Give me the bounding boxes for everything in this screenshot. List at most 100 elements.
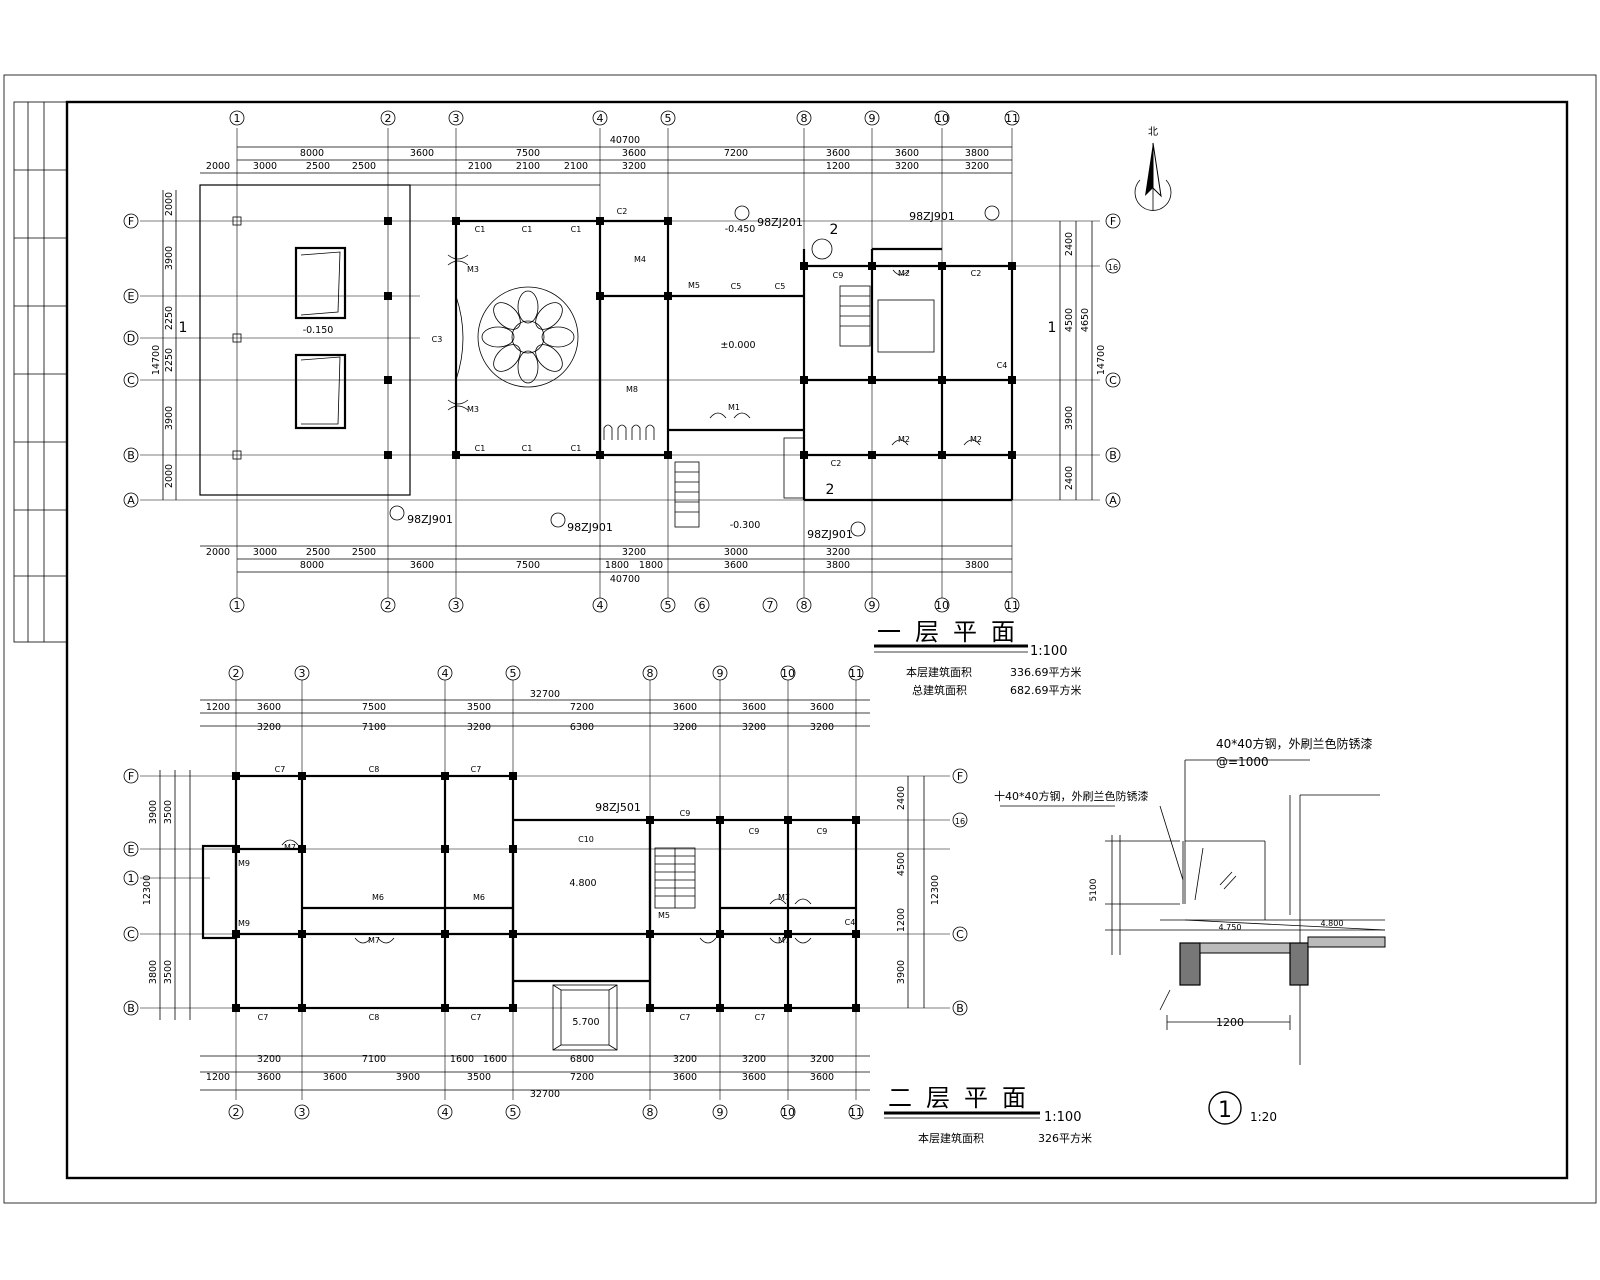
floor1-dim-bot-e: 3200 [622, 547, 646, 558]
floor2-row-left-E: E [128, 843, 135, 856]
floor2-door-m6-a: M6 [372, 893, 384, 902]
floor1-door-m2-b: M2 [898, 435, 910, 444]
floor2-window-c8-a: C8 [369, 765, 380, 774]
floor1-area-label: 本层建筑面积 [906, 665, 972, 679]
floor2-dim-bot2-i: 3600 [810, 1072, 834, 1083]
floor2-axis-top-11: 11 [849, 667, 863, 680]
floor1-window-c4: C4 [997, 361, 1008, 370]
floor2-window-c7-a: C7 [275, 765, 286, 774]
floor2-axis-bubbles [123, 665, 968, 1120]
floor1-section-1-left: 1 [179, 320, 188, 336]
floor1-window-c9: C9 [833, 271, 844, 280]
floor1-dimension-lines [162, 146, 1093, 573]
floor2-dim-bot-c: 1600 [450, 1054, 474, 1065]
floor2-row-left-1: 1 [128, 872, 135, 885]
floor1-axis-top-9: 9 [869, 112, 876, 125]
floor1-dim-top2-k: 3200 [965, 161, 989, 172]
floor2-window-c9-b: C9 [749, 827, 760, 836]
floor1-axis-bottom-8: 8 [801, 599, 808, 612]
floor2-dim-top2-a: 3200 [257, 722, 281, 733]
floor2-axis-top-10: 10 [781, 667, 795, 680]
floor1-dim-right-e: 4650 [1080, 308, 1091, 332]
floor1-axis-top-3: 3 [453, 112, 460, 125]
floor2-door-m9-a: M9 [238, 859, 250, 868]
floor1-grid-lines [140, 128, 1100, 598]
floor1-dim-right-a: 2400 [1064, 232, 1075, 256]
floor1-dim-bot-b: 3000 [253, 547, 277, 558]
floor2-dim-bot2-d: 3900 [396, 1072, 420, 1083]
floor1-axis-bottom-6: 6 [699, 599, 706, 612]
floor2-grid-lines [140, 680, 950, 1100]
floor2-ref: 98ZJ501 [595, 801, 641, 814]
floor1-dim-top2-a: 2000 [206, 161, 230, 172]
floor1-area-value: 336.69平方米 [1010, 665, 1082, 679]
floor1-dim-left-e: 3900 [164, 406, 175, 430]
floor1-dim-top2-h: 3200 [622, 161, 646, 172]
floor1-ref-2: 98ZJ201 [757, 216, 803, 229]
floor2-overall-width-top: 32700 [530, 689, 560, 700]
floor2-window-c7-e: C7 [680, 1013, 691, 1022]
railing-detail-lines [1000, 759, 1386, 1065]
floor1-index-marks [389, 205, 1000, 537]
floor1-axis-bottom-9: 9 [869, 599, 876, 612]
floor1-level-terrace: -0.150 [303, 325, 334, 336]
floor1-dim-top2-c: 2500 [306, 161, 330, 172]
floor1-toilet-fixtures [603, 424, 805, 499]
floor2-dim-top-e: 7200 [570, 702, 594, 713]
floor2-dim-bot-d: 1600 [483, 1054, 507, 1065]
railing-detail-level-b: 4.800 [1321, 919, 1344, 928]
floor2-dim-bot-b: 7100 [362, 1054, 386, 1065]
floor2-window-c7-c: C7 [258, 1013, 269, 1022]
railing-detail: 40*40方钢，外刷兰色防锈漆 @=1000 十40*40方钢，外刷兰色防锈漆 … [994, 736, 1386, 1125]
floor1-dim-left-b: 3900 [164, 246, 175, 270]
floor2-overall-width-bottom: 32700 [530, 1089, 560, 1100]
floor2-row-right-C: C [956, 928, 964, 941]
floor2-dim-top2-c: 3200 [467, 722, 491, 733]
floor2-dim-left-d: 3800 [148, 960, 159, 984]
floor2-area-label: 本层建筑面积 [918, 1131, 984, 1145]
floor1-dim-bot-a: 2000 [206, 547, 230, 558]
railing-detail-dim-vert: 5100 [1089, 878, 1099, 901]
floor2-axis-top-2: 2 [233, 667, 240, 680]
railing-detail-level-a: 4.750 [1219, 923, 1242, 932]
floor2-dim-bot2-f: 7200 [570, 1072, 594, 1083]
floor1-row-right-B: B [1109, 449, 1117, 462]
floor2-level-a: 4.800 [569, 878, 596, 889]
floor2-plan: 2 3 4 5 8 9 10 11 2 3 4 5 8 9 10 11 F E … [123, 665, 1092, 1145]
floor1-axis-top-10: 10 [935, 112, 949, 125]
floor1-dim-top2-i: 1200 [826, 161, 850, 172]
floor2-axis-top-9: 9 [717, 667, 724, 680]
floor1-ref-1: 98ZJ901 [909, 210, 955, 223]
railing-detail-note-side: 十40*40方钢，外刷兰色防锈漆 [994, 789, 1149, 803]
floor2-dim-bot-a: 3200 [257, 1054, 281, 1065]
floor1-window-c5-b: C5 [775, 282, 786, 291]
floor1-dim-top2-g: 2100 [564, 161, 588, 172]
floor2-dim-left-b: 3900 [148, 800, 159, 824]
floor2-axis-bottom-10: 10 [781, 1106, 795, 1119]
floor1-dim-top-a: 8000 [300, 148, 324, 159]
floor1-door-m1-a: M1 [728, 403, 740, 412]
floor1-door-swings [447, 254, 981, 446]
floor1-scale: 1:100 [1030, 644, 1067, 659]
floor1-window-c5-a: C5 [731, 282, 742, 291]
floor2-dim-top-f: 3600 [673, 702, 697, 713]
floor2-walls [234, 774, 858, 1010]
floor1-pool-north [294, 246, 347, 320]
floor1-dim-bot-f: 3000 [724, 547, 748, 558]
floor1-dim-left-f: 2000 [164, 464, 175, 488]
floor1-door-m8: M8 [626, 385, 638, 394]
left-title-strip [13, 101, 68, 643]
floor2-axis-top-5: 5 [510, 667, 517, 680]
floor1-plan: 1 2 3 4 5 8 9 10 11 1 2 3 4 5 6 7 8 9 10… [123, 110, 1121, 697]
floor1-title: 一层平面 [877, 618, 1029, 646]
floor2-dim-left-total: 12300 [142, 875, 153, 905]
floor2-balcony-west [201, 844, 238, 940]
railing-detail-note-top: 40*40方钢，外刷兰色防锈漆 [1216, 736, 1373, 751]
floor2-window-c9-a: C9 [680, 809, 691, 818]
floor2-window-c10: C10 [578, 835, 594, 844]
floor1-axis-bottom-2: 2 [385, 599, 392, 612]
floor1-axis-bottom-10: 10 [935, 599, 949, 612]
floor1-window-c1-e: C1 [522, 444, 533, 453]
detail-index-bubble [1208, 1091, 1242, 1125]
floor1-axis-bottom-3: 3 [453, 599, 460, 612]
